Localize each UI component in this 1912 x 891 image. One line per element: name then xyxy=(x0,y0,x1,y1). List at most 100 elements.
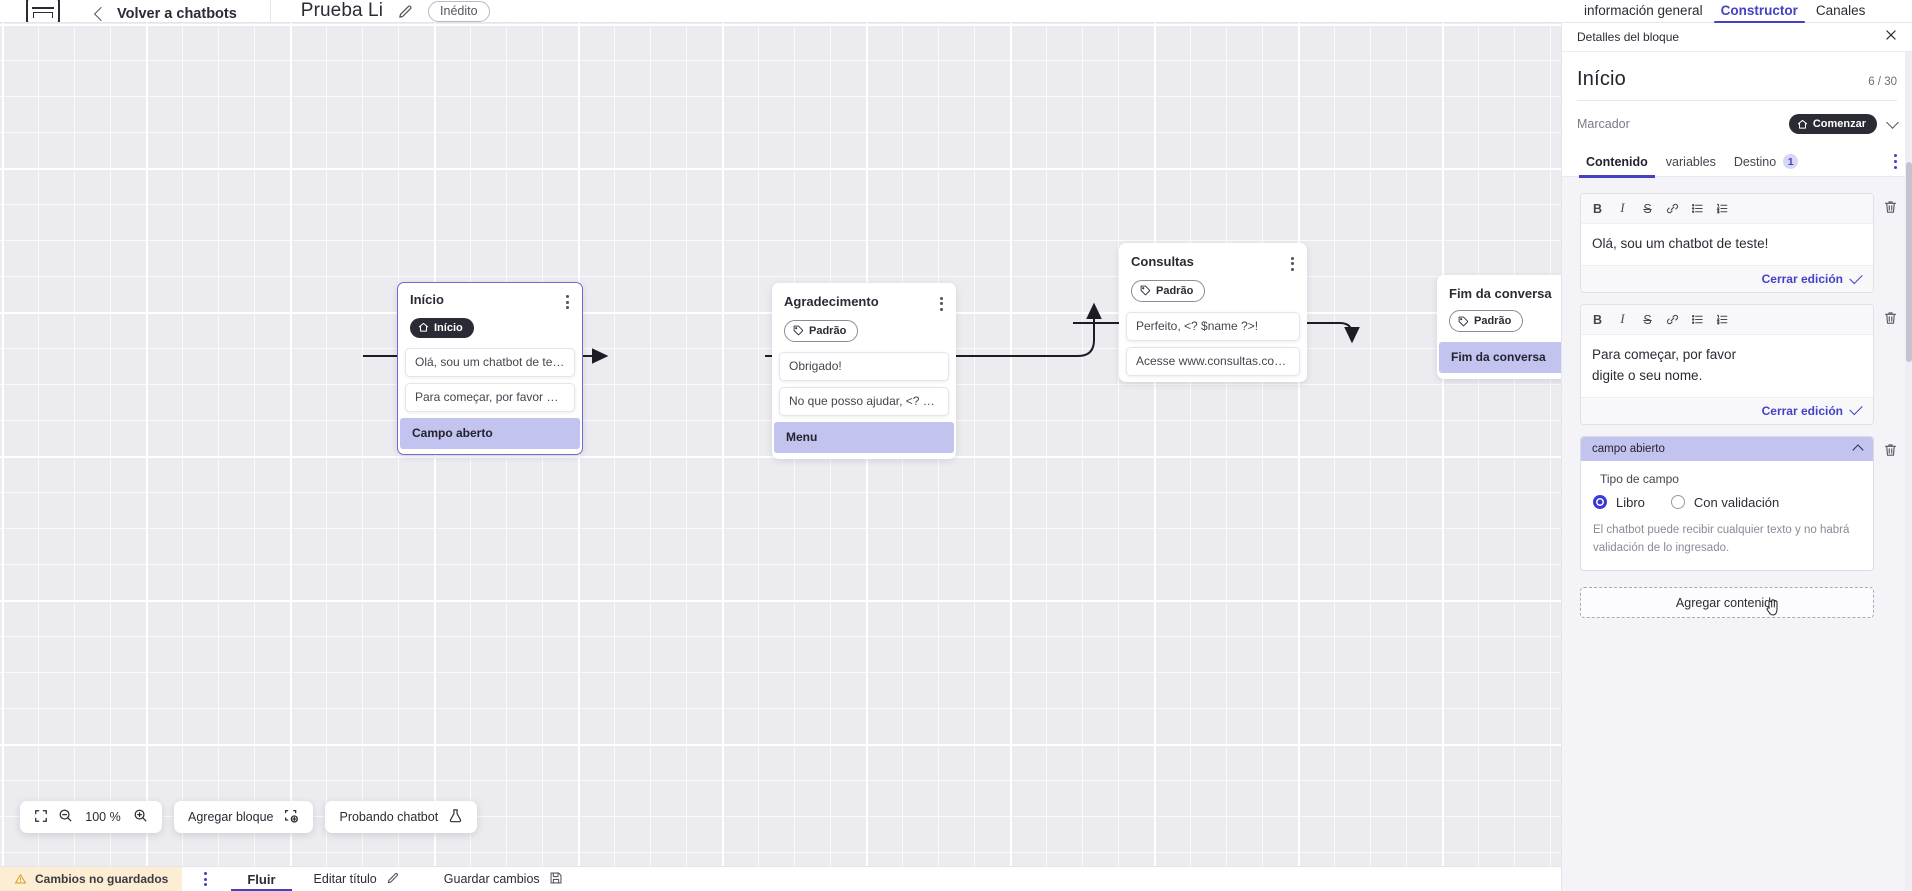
node-tag-label: Início xyxy=(434,321,463,334)
node-item[interactable]: Olá, sou um chatbot de teste! xyxy=(405,348,575,378)
edit-title-icon[interactable] xyxy=(397,3,414,20)
zoom-in-icon[interactable] xyxy=(133,808,148,826)
tab-informacion-general[interactable]: información general xyxy=(1584,3,1703,18)
flow-canvas[interactable]: Início Início Olá, sou um chatbot de tes… xyxy=(0,23,1561,866)
radio-option-con-validacion[interactable]: Con validación xyxy=(1670,495,1779,510)
flask-icon xyxy=(448,807,463,827)
content-card-row: B I S Para começar, por favor di xyxy=(1580,304,1898,425)
unsaved-changes-label: Cambios no guardados xyxy=(35,872,169,886)
node-item-highlighted[interactable]: Campo aberto xyxy=(400,418,580,450)
radio-libro[interactable] xyxy=(1593,495,1607,510)
back-to-chatbots-label: Volver a chatbots xyxy=(117,6,237,22)
edit-title-button[interactable]: Editar título xyxy=(314,871,400,888)
zoom-out-icon[interactable] xyxy=(58,808,73,826)
node-header: Consultas xyxy=(1119,254,1307,271)
node-title: Início xyxy=(410,292,444,308)
node-item[interactable]: Acesse www.consultas.com par... xyxy=(1126,346,1300,376)
numbered-list-icon[interactable] xyxy=(1710,309,1735,330)
node-menu-icon[interactable] xyxy=(940,295,943,311)
mouse-cursor xyxy=(1765,599,1781,619)
status-more-icon[interactable] xyxy=(204,871,208,887)
link-icon[interactable] xyxy=(1660,198,1685,219)
node-title: Consultas xyxy=(1131,254,1194,269)
tab-fluir[interactable]: Fluir xyxy=(231,867,292,891)
test-chatbot-button[interactable]: Probando chatbot xyxy=(325,801,478,833)
chevron-up-icon[interactable] xyxy=(1852,444,1864,456)
strikethrough-icon[interactable]: S xyxy=(1643,201,1652,216)
flow-node-inicio[interactable]: Início Início Olá, sou um chatbot de tes… xyxy=(397,282,583,455)
italic-icon[interactable]: I xyxy=(1620,201,1625,215)
panel-scrollbar-thumb[interactable] xyxy=(1905,162,1912,362)
fit-screen-icon[interactable] xyxy=(34,809,48,826)
pencil-icon xyxy=(386,871,400,888)
open-field-title: campo abierto xyxy=(1592,442,1665,455)
bullet-list-icon[interactable] xyxy=(1685,309,1710,330)
tag-icon xyxy=(793,325,804,336)
node-menu-icon[interactable] xyxy=(1291,255,1294,271)
tab-constructor[interactable]: Constructor xyxy=(1712,3,1807,23)
tab-contenido[interactable]: Contenido xyxy=(1577,147,1657,178)
open-field-header[interactable]: campo abierto xyxy=(1581,436,1873,461)
node-item-highlighted[interactable]: Menu xyxy=(774,421,954,453)
app-logo[interactable] xyxy=(26,0,60,22)
marker-badge[interactable]: Comenzar xyxy=(1788,114,1877,134)
delete-content-icon-1[interactable] xyxy=(1883,193,1898,220)
panel-scrollbar[interactable] xyxy=(1905,52,1912,890)
node-item-highlighted[interactable]: Fim da conversa xyxy=(1439,342,1561,374)
editor-text-1[interactable]: Olá, sou um chatbot de teste! xyxy=(1581,224,1873,266)
flow-node-consultas[interactable]: Consultas Padrão Perfeito, <? $name ?>! … xyxy=(1119,243,1307,382)
home-icon xyxy=(418,323,429,333)
bullet-list-icon[interactable] xyxy=(1685,198,1710,219)
editor-text-2[interactable]: Para começar, por favor digite o seu nom… xyxy=(1581,335,1777,397)
delete-field-icon[interactable] xyxy=(1883,436,1898,463)
tab-destino[interactable]: Destino 1 xyxy=(1725,147,1807,177)
close-edit-label-2[interactable]: Cerrar edición xyxy=(1761,403,1843,418)
add-content-button[interactable]: Agregar contenido xyxy=(1580,587,1874,619)
block-details-panel: Detalles del bloque Início 6 / 30 Marcad… xyxy=(1561,23,1912,891)
delete-content-icon-2[interactable] xyxy=(1883,304,1898,331)
topbar-divider xyxy=(269,0,271,22)
editor-toolbar: B I S xyxy=(1581,305,1873,336)
field-card-row: campo abierto Tipo de campo Libro xyxy=(1580,435,1898,572)
close-edit-label-1[interactable]: Cerrar edición xyxy=(1761,272,1843,287)
link-icon[interactable] xyxy=(1660,309,1685,330)
node-item[interactable]: Para começar, por favor digite o ... xyxy=(405,383,575,413)
node-menu-icon[interactable] xyxy=(566,293,569,309)
node-item[interactable]: No que posso ajudar, <? $name ... xyxy=(779,386,949,416)
numbered-list-icon[interactable] xyxy=(1710,198,1735,219)
zoom-controls: 100 % xyxy=(20,801,162,833)
tab-canales[interactable]: Canales xyxy=(1815,3,1866,18)
node-header: Fim da conversa xyxy=(1437,286,1561,301)
radio-con-validacion[interactable] xyxy=(1670,495,1685,510)
test-chatbot-label: Probando chatbot xyxy=(339,810,439,824)
add-block-button[interactable]: Agregar bloque xyxy=(174,801,314,833)
content-card-row: B I S Olá, sou um chatbot de tes xyxy=(1580,193,1898,294)
node-item[interactable]: Obrigado! xyxy=(779,351,949,381)
marker-badge-label: Comenzar xyxy=(1812,118,1866,130)
strikethrough-icon[interactable]: S xyxy=(1643,312,1652,327)
flow-node-fim-da-conversa[interactable]: Fim da conversa Padrão Fim da conversa xyxy=(1437,275,1561,380)
tab-variables[interactable]: variables xyxy=(1657,147,1725,177)
node-tag-label: Padrão xyxy=(1156,284,1194,297)
italic-icon[interactable]: I xyxy=(1620,312,1625,327)
back-to-chatbots-button[interactable]: Volver a chatbots xyxy=(93,6,237,22)
panel-header-title: Detalles del bloque xyxy=(1577,30,1680,44)
tab-variables-label: variables xyxy=(1665,154,1716,169)
panel-content-scroll: B I S Olá, sou um chatbot de tes xyxy=(1562,177,1912,887)
close-icon[interactable] xyxy=(1884,28,1898,47)
chevron-down-icon[interactable] xyxy=(1886,115,1899,129)
radio-option-libro[interactable]: Libro xyxy=(1593,495,1645,510)
flow-node-agradecimento[interactable]: Agradecimento Padrão Obrigado! No que po… xyxy=(772,283,956,459)
node-tag-label: Padrão xyxy=(1474,315,1512,328)
bold-icon[interactable]: B xyxy=(1592,312,1603,327)
add-block-label: Agregar bloque xyxy=(188,810,274,824)
node-title: Fim da conversa xyxy=(1449,286,1552,301)
node-item[interactable]: Perfeito, <? $name ?>! xyxy=(1126,311,1300,341)
block-count: 6 / 30 xyxy=(1868,76,1897,88)
save-changes-button[interactable]: Guardar cambios xyxy=(444,871,563,888)
panel-more-icon[interactable] xyxy=(1894,154,1897,169)
node-tag-padrao: Padrão xyxy=(1131,279,1206,302)
zoom-level: 100 % xyxy=(85,810,121,824)
tag-icon xyxy=(1140,285,1151,296)
bold-icon[interactable]: B xyxy=(1592,201,1603,216)
